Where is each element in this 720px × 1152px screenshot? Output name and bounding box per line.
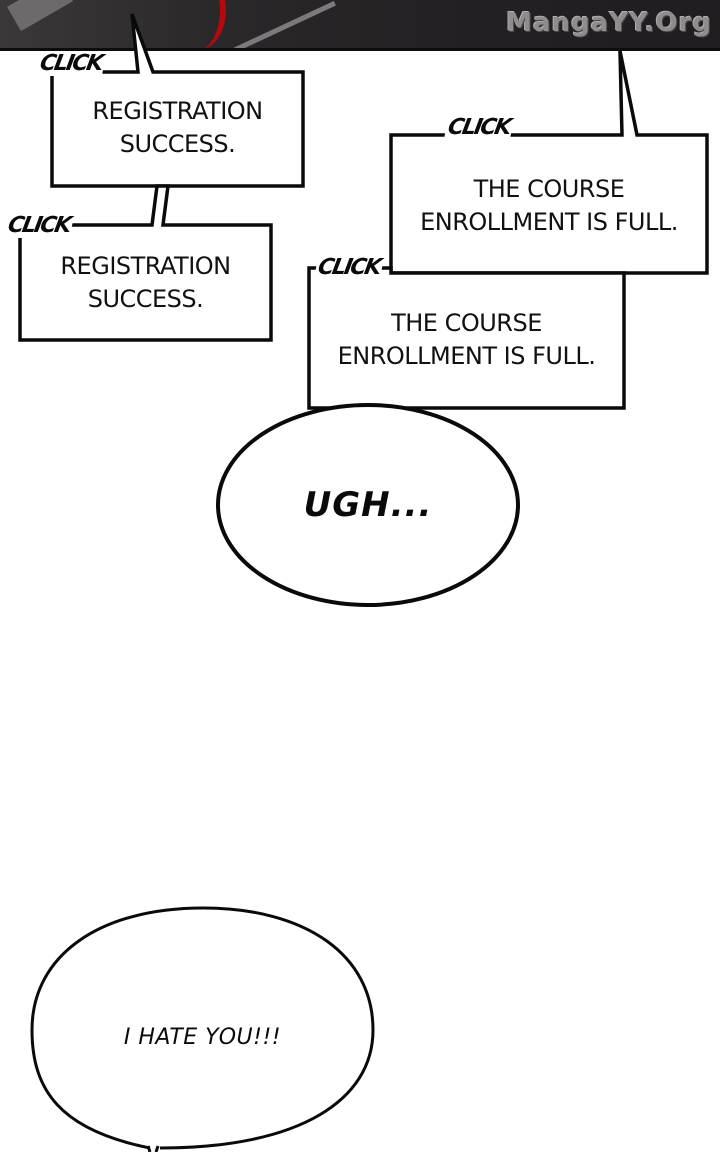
box-3-line-2: ENROLLMENT IS FULL. <box>420 208 678 236</box>
box-2-text: REGISTRATION SUCCESS. <box>20 250 271 316</box>
box-1-line-2: SUCCESS. <box>119 130 236 158</box>
box-2-outline <box>18 184 273 342</box>
click-sfx-2: CLICK <box>3 213 74 238</box>
box-2-line-2: SUCCESS. <box>87 285 204 313</box>
header-artwork: MangaYY.Org <box>0 0 720 51</box>
click-sfx-3: CLICK <box>443 115 514 140</box>
hate-bubble-tail <box>146 1145 160 1152</box>
box-3-line-1: THE COURSE <box>473 175 625 203</box>
box-4-text: THE COURSE ENROLLMENT IS FULL. <box>309 307 624 373</box>
box-1-line-1: REGISTRATION <box>92 97 263 125</box>
box-3-outline <box>389 50 709 275</box>
box-2-line-1: REGISTRATION <box>60 252 231 280</box>
click-sfx-4: CLICK <box>313 255 384 280</box>
watermark-logo: MangaYY.Org <box>506 8 712 38</box>
box-4-outline <box>307 266 626 410</box>
box-1-outline <box>50 13 305 188</box>
artwork-red-arc <box>170 0 226 48</box>
box-4-line-1: THE COURSE <box>391 309 542 337</box>
click-sfx-1: CLICK <box>35 51 106 76</box>
hate-bubble-text: I HATE YOU!!! <box>123 1025 282 1050</box>
box-4-line-2: ENROLLMENT IS FULL. <box>337 342 596 370</box>
ugh-bubble-outline <box>216 403 520 607</box>
ugh-bubble-text: UGH... <box>303 485 433 525</box>
box-3-text: THE COURSE ENROLLMENT IS FULL. <box>391 173 707 239</box>
box-1-text: REGISTRATION SUCCESS. <box>52 95 303 161</box>
hate-bubble-outline <box>30 906 375 1150</box>
